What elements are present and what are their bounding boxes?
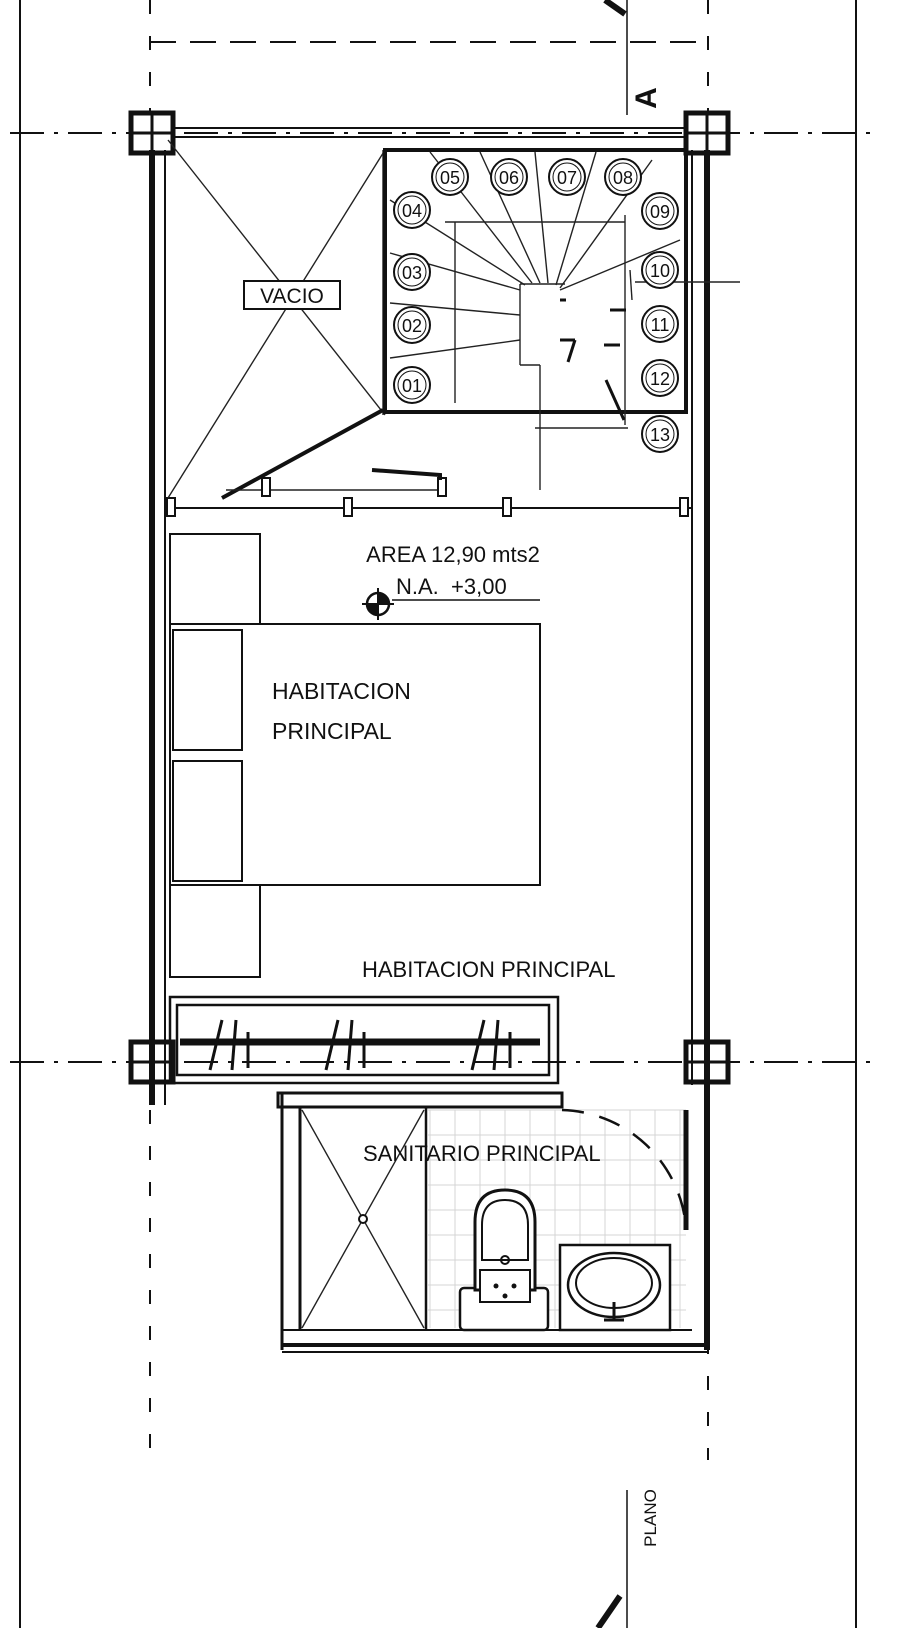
section-mark-label: A — [630, 87, 663, 109]
stair-step-markers: 01 02 03 04 05 06 07 08 09 10 11 12 13 — [393, 158, 679, 453]
master-bedroom: AREA 12,90 mts2 N.A. +3,00 HABITACION PR… — [169, 533, 615, 982]
stair-step-label: 10 — [650, 261, 670, 281]
stair-step-label: 06 — [499, 168, 519, 188]
stair-step-label: 11 — [651, 315, 670, 335]
toilet-icon — [458, 1188, 550, 1332]
level-label: N.A. +3,00 — [396, 574, 507, 599]
stair-step-label: 09 — [650, 202, 670, 222]
stair-step-marker: 12 — [641, 359, 679, 397]
bedroom-caption: HABITACION PRINCIPAL — [362, 957, 615, 982]
stair-step-marker: 10 — [641, 251, 679, 289]
void-label: VACIO — [260, 285, 324, 308]
bedroom-name-label: HABITACION PRINCIPAL — [272, 678, 417, 744]
stair-step-marker: 02 — [393, 306, 431, 344]
stair-step-marker: 08 — [604, 158, 642, 196]
exterior-walls — [149, 127, 710, 1350]
level-marker-icon — [362, 588, 540, 620]
staircase: 01 02 03 04 05 06 07 08 09 10 11 12 13 — [383, 148, 740, 490]
stair-step-label: 13 — [650, 425, 670, 445]
bathroom-label: SANITARIO PRINCIPAL — [363, 1141, 601, 1166]
sheet-label: PLANO — [641, 1489, 660, 1547]
column — [128, 110, 176, 156]
stair-step-label: 05 — [440, 168, 460, 188]
closet — [168, 995, 560, 1085]
stair-step-marker: 05 — [431, 158, 469, 196]
void-area: VACIO — [167, 139, 447, 500]
stair-step-label: 02 — [402, 316, 422, 336]
stair-step-marker: 01 — [393, 366, 431, 404]
stair-step-marker: 03 — [393, 253, 431, 291]
stair-step-label: 04 — [402, 201, 422, 221]
sink-icon — [558, 1243, 672, 1332]
stair-step-label: 08 — [613, 168, 633, 188]
stair-step-label: 03 — [402, 263, 422, 283]
stair-step-marker: 11 — [641, 305, 679, 343]
stair-step-marker: 04 — [393, 191, 431, 229]
stair-step-label: 01 — [402, 376, 422, 396]
stair-step-marker: 07 — [548, 158, 586, 196]
stair-step-marker: 06 — [490, 158, 528, 196]
area-label: AREA 12,90 mts2 — [366, 542, 540, 567]
axis-lines — [10, 0, 870, 1628]
stair-step-label: 12 — [650, 369, 670, 389]
master-bathroom: SANITARIO PRINCIPAL — [276, 1091, 707, 1353]
stair-step-marker: 13 — [641, 415, 679, 453]
stair-step-label: 07 — [557, 168, 577, 188]
section-mark: A — [630, 87, 663, 109]
stair-step-marker: 09 — [641, 192, 679, 230]
column — [683, 110, 731, 156]
